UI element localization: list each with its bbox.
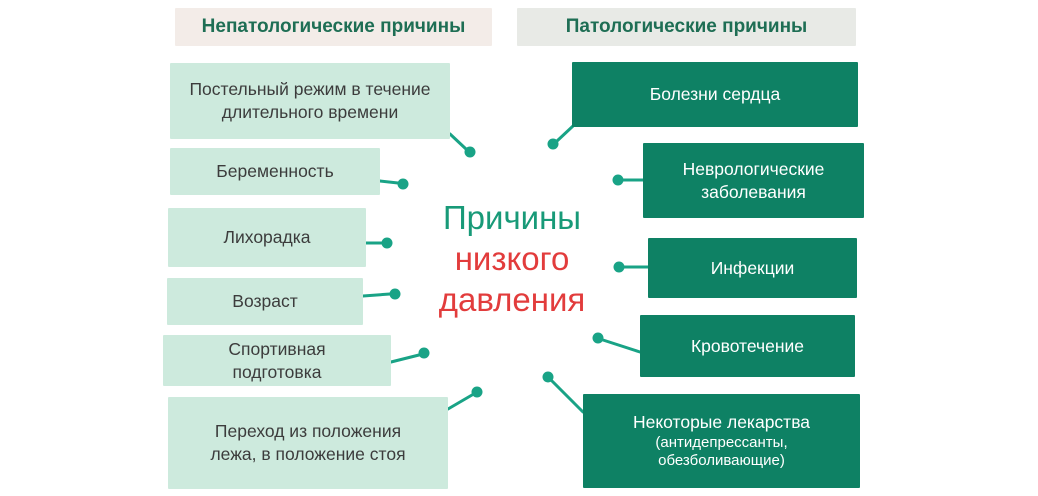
connector-medications: [542, 371, 585, 414]
title-line-3: давления: [438, 281, 586, 318]
connector-heart-disease: [547, 124, 575, 150]
cause-label: Беременность: [216, 161, 334, 182]
cause-box-athletic-training: Спортивная подготовка: [163, 335, 391, 386]
connector-fever: [364, 237, 393, 249]
connector-infections: [613, 261, 650, 273]
diagram-title: Причины низкого давления: [412, 197, 612, 320]
cause-label: Возраст: [232, 291, 298, 312]
cause-label: Спортивная подготовка: [228, 338, 326, 382]
connector-bed-rest: [448, 132, 476, 158]
cause-box-fever: Лихорадка: [168, 208, 366, 267]
connector-bleeding: [592, 332, 642, 354]
cause-box-age: Возраст: [167, 278, 363, 325]
cause-label: Постельный режим в течение длительного в…: [189, 79, 431, 122]
connector-standing-up: [446, 386, 483, 411]
title-line-2: низкого: [454, 240, 570, 277]
connector-athletic: [389, 347, 430, 364]
cause-box-infections: Инфекции: [648, 238, 857, 298]
header-nonpathological-causes: Непатологические причины: [175, 8, 492, 46]
cause-label: Переход из положения лежа, в положение с…: [210, 421, 406, 464]
cause-label: Некоторые лекарства: [632, 411, 811, 432]
cause-box-standing-up: Переход из положения лежа, в положение с…: [168, 397, 448, 489]
connector-pregnancy: [378, 178, 409, 190]
cause-label: Неврологические заболевания: [682, 158, 825, 202]
cause-box-medications: Некоторые лекарства (антидепрессанты, об…: [583, 394, 860, 488]
cause-sublabel: (антидепрессанты, обезболивающие): [655, 433, 788, 470]
cause-label: Лихорадка: [223, 227, 311, 248]
connector-neurological: [612, 174, 645, 186]
cause-label: Болезни сердца: [649, 84, 781, 105]
cause-box-neurological: Неврологические заболевания: [643, 143, 864, 218]
title-line-1: Причины: [442, 199, 582, 236]
cause-box-pregnancy: Беременность: [170, 148, 380, 195]
cause-label: Инфекции: [710, 257, 795, 278]
cause-label: Кровотечение: [690, 335, 805, 356]
cause-box-heart-disease: Болезни сердца: [572, 62, 858, 127]
cause-box-bed-rest: Постельный режим в течение длительного в…: [170, 63, 450, 139]
connector-age: [361, 288, 401, 300]
cause-box-bleeding: Кровотечение: [640, 315, 855, 377]
header-pathological-causes: Патологические причины: [517, 8, 856, 46]
